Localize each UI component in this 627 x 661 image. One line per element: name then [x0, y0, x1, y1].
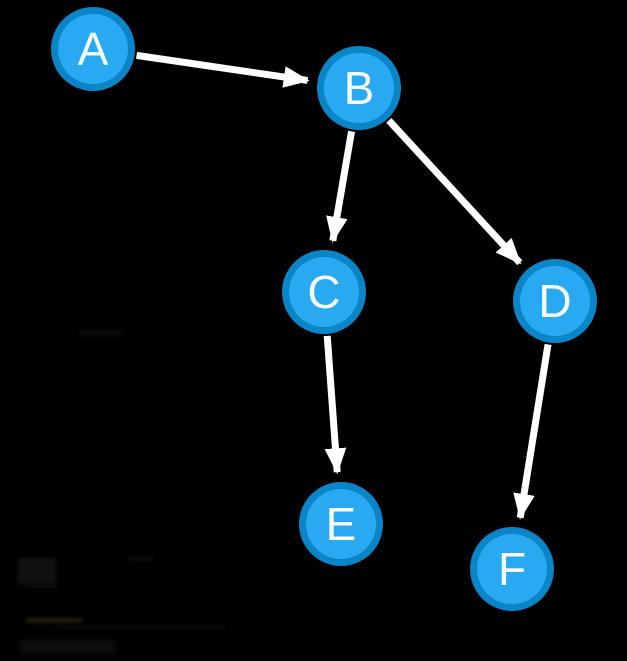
node-F[interactable]: F: [470, 527, 554, 611]
edge-C-E: [323, 335, 347, 475]
node-body: [306, 489, 376, 559]
node-body: [477, 534, 547, 604]
edge-B-C: [326, 130, 356, 243]
node-body: [520, 266, 590, 336]
nodes-layer: A B C D E F: [51, 7, 597, 611]
node-A[interactable]: A: [51, 7, 135, 91]
node-B[interactable]: B: [317, 46, 401, 130]
node-D[interactable]: D: [513, 259, 597, 343]
node-body: [289, 257, 359, 327]
node-body: [58, 14, 128, 84]
edge-A-B: [136, 51, 310, 88]
edge-D-F: [513, 343, 552, 520]
edge-B-D: [386, 118, 523, 266]
node-C[interactable]: C: [282, 250, 366, 334]
node-body: [324, 53, 394, 123]
node-E[interactable]: E: [299, 482, 383, 566]
edges-layer: [136, 51, 552, 520]
